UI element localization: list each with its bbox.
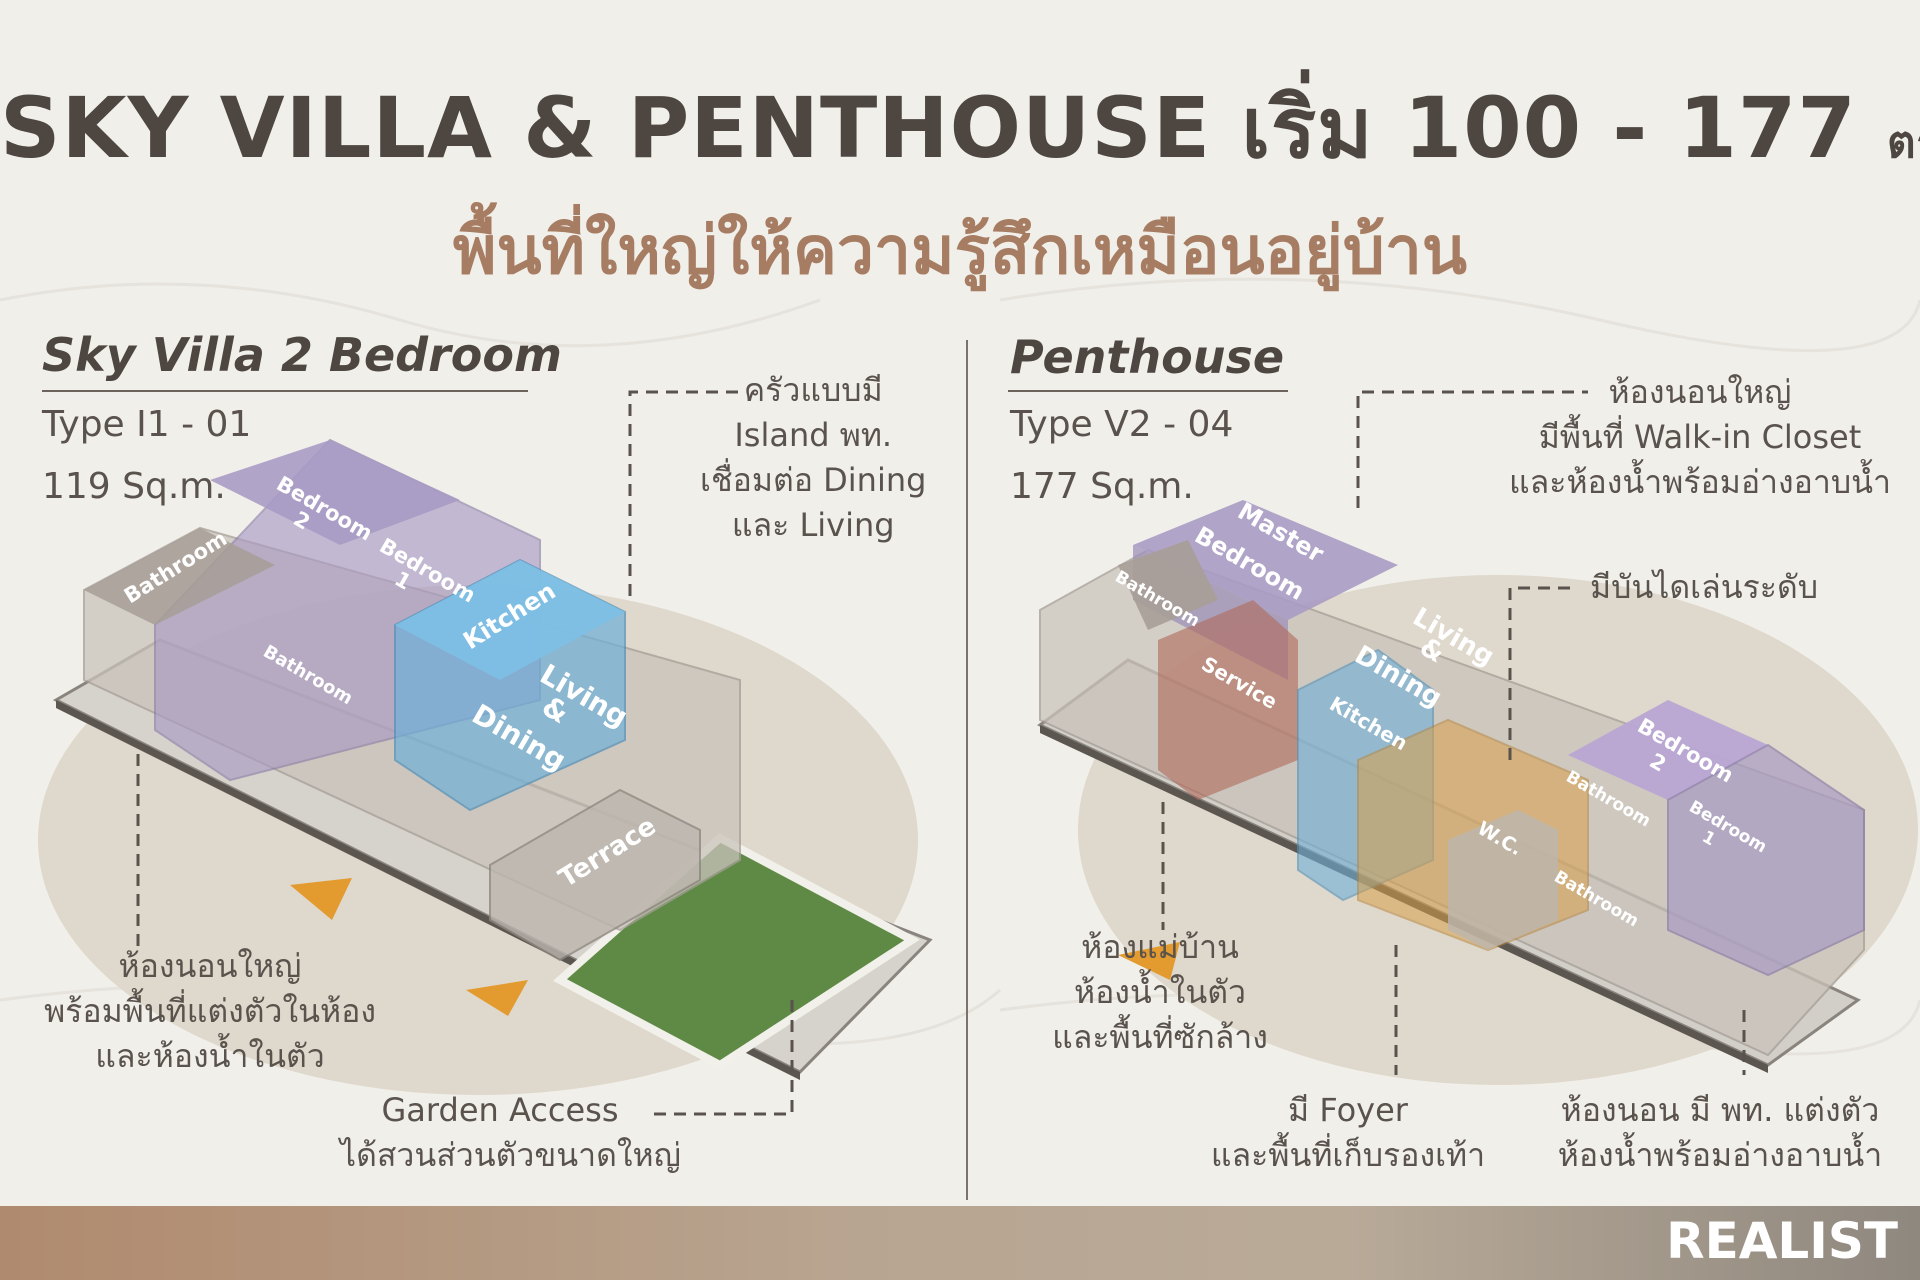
right-note-stairs-line1: มีบันไดเล่นระดับ xyxy=(1590,568,1819,606)
left-title-underline xyxy=(42,390,528,392)
left-plan-area: 119 Sq.m. xyxy=(42,466,226,507)
left-leader-garden xyxy=(652,1000,794,1116)
left-note-kitchen-line3: เชื่อมต่อ Dining xyxy=(700,461,927,499)
left-note-bedroom: ห้องนอนใหญ่ พร้อมพื้นที่แต่งตัวในห้อง แล… xyxy=(30,944,390,1079)
right-note-bedroom-line1: ห้องนอน มี พท. แต่งตัว xyxy=(1560,1091,1880,1129)
left-plan-title: Sky Villa 2 Bedroom xyxy=(42,328,562,382)
left-note-bedroom-line3: และห้องน้ำในตัว xyxy=(95,1037,325,1075)
page-title: SKY VILLA & PENTHOUSE เริ่ม 100 - 177 ตร… xyxy=(0,60,1920,194)
right-leader-master xyxy=(1356,390,1588,508)
brand-logo: REALIST xyxy=(1666,1212,1898,1270)
right-note-foyer-line2: และพื้นที่เก็บรองเท้า xyxy=(1210,1136,1486,1174)
right-note-master: ห้องนอนใหญ่ มีพื้นที่ Walk-in Closet และ… xyxy=(1490,370,1910,505)
right-note-stairs: มีบันไดเล่นระดับ xyxy=(1590,565,1818,610)
right-plan-type: Type V2 - 04 xyxy=(1010,404,1234,445)
right-plan-area: 177 Sq.m. xyxy=(1010,466,1194,507)
left-leader-kitchen xyxy=(628,390,738,596)
page-subtitle: พื้นที่ใหญ่ให้ความรู้สึกเหมือนอยู่บ้าน xyxy=(452,212,1467,289)
right-bedroom1-box xyxy=(1667,743,1865,977)
left-bedroom2-box xyxy=(210,440,460,545)
right-note-foyer: มี Foyer และพื้นที่เก็บรองเท้า xyxy=(1188,1088,1508,1178)
footer-bar xyxy=(0,1206,1920,1280)
right-note-bedroom-line2: ห้องน้ำพร้อมอ่างอาบน้ำ xyxy=(1557,1136,1883,1174)
left-note-garden-line1: Garden Access xyxy=(381,1091,619,1129)
left-note-kitchen-line1: ครัวแบบมี xyxy=(743,371,883,409)
right-title-underline xyxy=(1008,390,1288,392)
right-note-foyer-line1: มี Foyer xyxy=(1288,1091,1408,1129)
right-note-maid: ห้องแม่บ้าน ห้องน้ำในตัว และพื้นที่ซักล้… xyxy=(1010,925,1310,1060)
left-note-kitchen: ครัวแบบมี Island พท. เชื่อมต่อ Dining แล… xyxy=(700,368,926,548)
right-note-bedroom: ห้องนอน มี พท. แต่งตัว ห้องน้ำพร้อมอ่างอ… xyxy=(1530,1088,1910,1178)
left-plan-type: Type I1 - 01 xyxy=(42,404,252,445)
page-title-main: SKY VILLA & PENTHOUSE เริ่ม 100 - 177 xyxy=(0,79,1857,177)
right-note-master-line1: ห้องนอนใหญ่ xyxy=(1608,373,1792,411)
right-note-maid-line2: ห้องน้ำในตัว xyxy=(1073,973,1247,1011)
right-note-maid-line3: และพื้นที่ซักล้าง xyxy=(1052,1018,1268,1056)
right-bathroom-box xyxy=(1118,540,1218,630)
left-plan-info: Type I1 - 01 119 Sq.m. xyxy=(42,394,251,518)
right-bedroom2-box xyxy=(1568,700,1768,800)
left-entry-arrow-1 xyxy=(290,878,352,920)
right-entry-arrow xyxy=(1118,942,1180,980)
left-bathroom-box xyxy=(84,528,275,625)
right-note-master-line3: และห้องน้ำพร้อมอ่างอาบน้ำ xyxy=(1509,463,1891,501)
left-note-bedroom-line1: ห้องนอนใหญ่ xyxy=(118,947,302,985)
right-service-box xyxy=(1158,600,1298,800)
page-title-unit: ตร.ม. xyxy=(1887,117,1920,168)
left-floorplan-diagram: Bedroom 2 Bathroom Bedroom 1 Kitchen Liv… xyxy=(38,390,933,1116)
right-master-box xyxy=(1133,500,1398,620)
left-terrace-box xyxy=(489,788,701,962)
right-note-master-line2: มีพื้นที่ Walk-in Closet xyxy=(1538,418,1862,456)
right-plan-title: Penthouse xyxy=(1010,330,1285,384)
left-entry-arrow-2 xyxy=(466,980,528,1016)
left-note-kitchen-line4: และ Living xyxy=(731,506,895,544)
left-kitchen-top xyxy=(395,560,625,680)
right-plan-info: Type V2 - 04 177 Sq.m. xyxy=(1010,394,1233,518)
left-note-garden: Garden Access ได้สวนส่วนตัวขนาดใหญ่ xyxy=(340,1088,681,1178)
plan-divider xyxy=(966,340,968,1200)
left-note-bedroom-line2: พร้อมพื้นที่แต่งตัวในห้อง xyxy=(44,992,376,1030)
right-wc-box xyxy=(1448,810,1558,950)
left-note-garden-line2: ได้สวนส่วนตัวขนาดใหญ่ xyxy=(340,1136,681,1174)
left-note-kitchen-line2: Island พท. xyxy=(734,416,893,454)
right-floorplan-diagram: Master Bedroom Bathroom Service Kitchen … xyxy=(1037,390,1918,1085)
right-leader-stairs xyxy=(1508,586,1578,760)
right-note-maid-line1: ห้องแม่บ้าน xyxy=(1081,928,1239,966)
